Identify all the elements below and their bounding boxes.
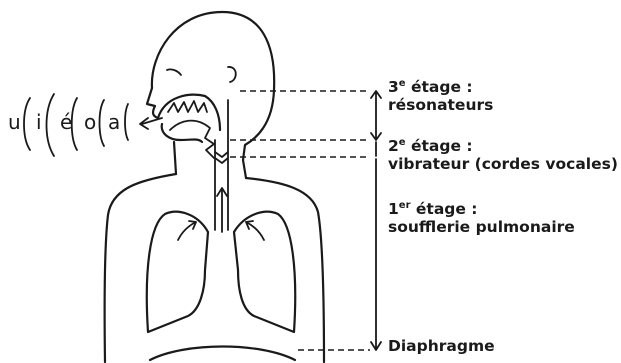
stage-2-number: 2	[388, 137, 399, 155]
stage-1-title: 1er étage :	[388, 200, 478, 218]
stage-3-number: 3	[388, 78, 399, 96]
measure-bar-lungs	[371, 159, 381, 350]
diaphragm-label: Diaphragme	[388, 337, 495, 355]
stage-3-desc: résonateurs	[388, 96, 493, 114]
sound-wave-5	[125, 104, 128, 140]
vowel-e-acute: é	[60, 110, 72, 134]
sound-wave-4	[100, 100, 105, 146]
ear	[228, 67, 236, 82]
neck-right	[243, 160, 246, 178]
vowel-i: i	[36, 110, 42, 134]
measure-bar-resonators	[371, 91, 381, 140]
vowel-o: o	[84, 110, 96, 134]
sound-wave-2	[47, 94, 55, 156]
neck-left	[174, 142, 176, 174]
stage-2-ordinal: e	[399, 137, 406, 148]
stage-1-number: 1	[388, 200, 399, 218]
stage-3-ordinal: e	[399, 78, 406, 89]
sound-wave-1	[24, 98, 30, 150]
right-lung-arrow	[246, 221, 264, 240]
stage-2-title: 2e étage :	[388, 137, 473, 155]
stage-1-ordinal: er	[399, 200, 411, 211]
diaphragm-curve	[150, 347, 295, 361]
teeth	[168, 101, 207, 112]
sound-wave-3	[72, 98, 77, 150]
right-lung	[234, 212, 295, 332]
stage-2-word: étage :	[411, 137, 473, 155]
stage-1-desc: soufflerie pulmonaire	[388, 218, 575, 236]
stage-2-desc: vibrateur (cordes vocales)	[388, 155, 618, 173]
up-arrow-trachea	[217, 188, 227, 232]
torso-right	[246, 178, 324, 362]
vowel-a: a	[108, 110, 120, 134]
stage-1-word: étage :	[416, 200, 478, 218]
exhale-arrow	[140, 118, 162, 129]
left-lung	[147, 212, 208, 332]
stage-3-word: étage :	[411, 78, 473, 96]
left-lung-arrow	[178, 221, 196, 240]
eye	[167, 69, 181, 75]
torso-left	[105, 174, 176, 362]
vowel-u: u	[8, 110, 21, 134]
stage-3-title: 3e étage :	[388, 78, 473, 96]
vocal-cords	[215, 152, 228, 163]
jaw	[162, 124, 202, 142]
face-profile	[147, 88, 158, 118]
